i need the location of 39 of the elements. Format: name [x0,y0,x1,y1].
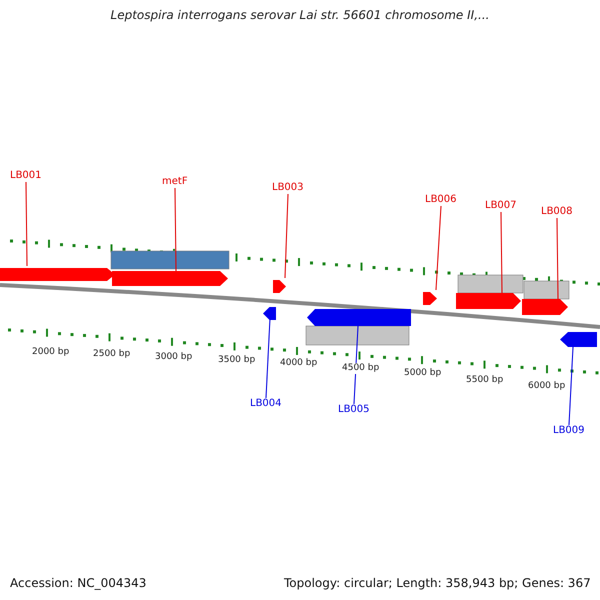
accession-label: Accession: NC_004343 [10,576,146,590]
gene-marker [560,332,597,347]
gene-marker [263,305,276,318]
leader-line [26,182,28,266]
gene-label: LB006 [425,194,457,206]
gene-marker [423,290,437,303]
gene-marker [112,271,228,286]
gene-label: LB009 [553,425,585,437]
gene-label: LB007 [485,200,517,212]
leader-line [500,212,502,294]
scale-label: 2500 bp [93,349,130,360]
leader-line [174,188,176,272]
gene-marker [522,299,568,315]
scale-label: 4000 bp [280,358,318,369]
leader-line [436,206,442,290]
gene-label: LB008 [541,206,573,218]
scale-label: 3500 bp [218,355,256,366]
genome-info: Topology: circular; Length: 358,943 bp; Genes: 367 [284,576,591,590]
gene-marker [273,278,286,291]
leader-line [284,194,288,278]
gene-marker [0,266,115,279]
scale-label: 6000 bp [528,381,566,392]
scale-label: 3000 bp [155,352,192,363]
gene-label: LB001 [10,170,42,182]
leader-line [266,318,270,398]
leader-line [568,346,574,426]
scale-label: 4500 bp [342,363,380,374]
gene-label: metF [162,176,188,188]
leader-line [556,218,558,300]
scale-label: 5500 bp [466,375,504,386]
scale-label: 2000 bp [32,347,70,358]
gene-marker [307,309,411,326]
leader-line [354,326,358,404]
gene-label: LB004 [250,398,282,410]
gene-label: LB003 [272,182,304,194]
gene-marker [456,293,521,309]
scale-label: 5000 bp [404,368,442,379]
gene-label: LB005 [338,404,370,416]
title: Leptospira interrogans serovar Lai str. 56601 chromosome II,... [110,8,490,22]
